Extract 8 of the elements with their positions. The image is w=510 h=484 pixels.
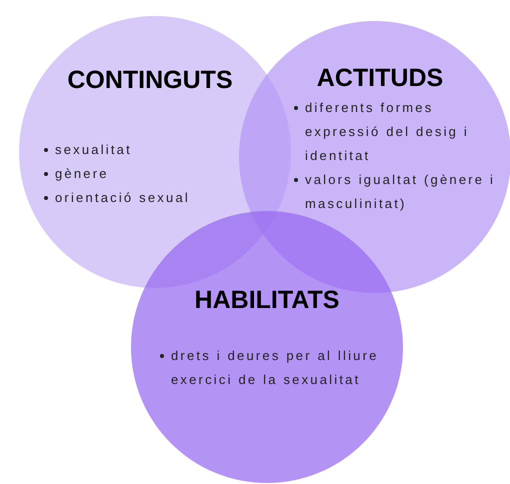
bullet-item: drets i deures per al lliure exercici de la sexualitat (160, 344, 385, 392)
bullet-item: orientació sexual (44, 186, 274, 210)
bullet-item: valors igualtat (gènere i masculinitat) (294, 168, 500, 216)
circle-heading: CONTINGUTS (66, 65, 234, 96)
bullet-item: gènere (44, 162, 274, 186)
bullet-item: sexualitat (44, 138, 274, 162)
circle-heading: ACTITUDS (316, 63, 444, 94)
circle-heading: HABILITATS (194, 285, 340, 316)
